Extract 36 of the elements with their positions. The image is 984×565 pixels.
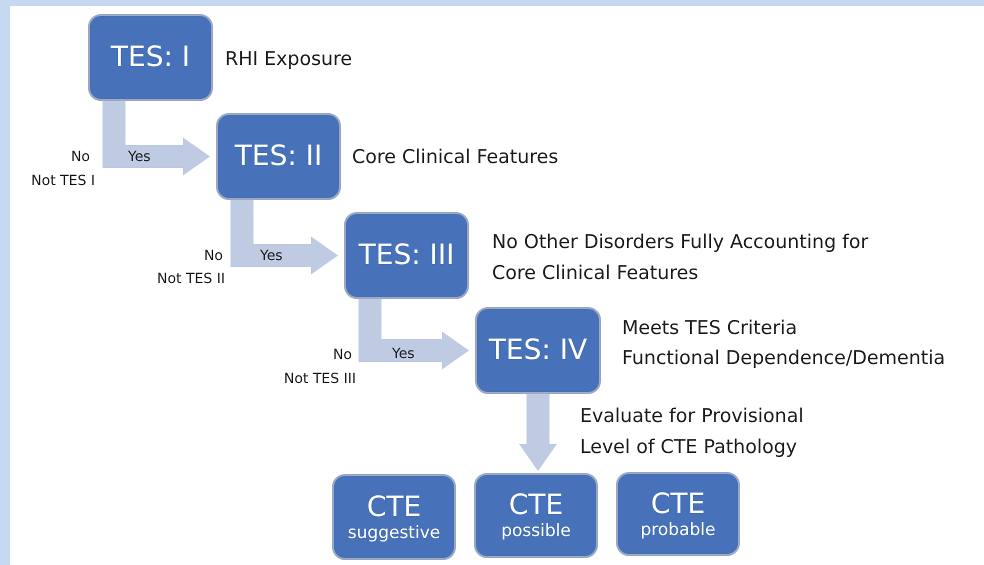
stage-box xyxy=(344,212,469,299)
edge-label: Yes xyxy=(260,247,283,265)
branch-label: Not TES II xyxy=(157,270,225,288)
box-title: TES: IV xyxy=(488,334,588,367)
box-title: CTE xyxy=(508,489,564,522)
block-arrow xyxy=(102,101,210,176)
box-title: TES: I xyxy=(110,41,190,74)
stage-box xyxy=(216,113,341,200)
stage-box xyxy=(475,307,601,394)
branch-label: No xyxy=(204,247,223,265)
block-arrow xyxy=(519,394,557,471)
box-title: CTE xyxy=(366,490,422,523)
block-arrow xyxy=(230,200,338,274)
box-subtitle: suggestive xyxy=(348,522,440,544)
edge-label: Yes xyxy=(128,148,151,166)
instruction-text: Evaluate for Provisional Level of CTE Pathology xyxy=(580,404,805,460)
outcome-box xyxy=(332,474,456,560)
box-subtitle: probable xyxy=(640,520,716,540)
criteria-text: Core Clinical Features xyxy=(352,145,560,170)
box-title: TES: II xyxy=(234,140,322,173)
criteria-text: Functional Dependence/Dementia xyxy=(622,346,946,371)
box-title: CTE xyxy=(650,488,706,520)
box-title: TES: III xyxy=(358,239,454,272)
edge-label: Yes xyxy=(392,345,415,363)
branch-label: Not TES III xyxy=(284,370,356,388)
box-subtitle: possible xyxy=(501,521,571,542)
criteria-text: RHI Exposure xyxy=(225,47,354,72)
criteria-text: Meets TES Criteria xyxy=(622,316,798,341)
branch-label: No xyxy=(70,148,90,166)
stage-box xyxy=(88,14,213,101)
criteria-text: No Other Disorders Fully Accounting for Core Clinical Features xyxy=(492,230,870,286)
outcome-box xyxy=(616,472,740,556)
branch-label: Not TES I xyxy=(31,172,95,190)
outcome-box xyxy=(474,473,598,558)
branch-label: No xyxy=(332,346,352,364)
block-arrow xyxy=(358,299,469,370)
